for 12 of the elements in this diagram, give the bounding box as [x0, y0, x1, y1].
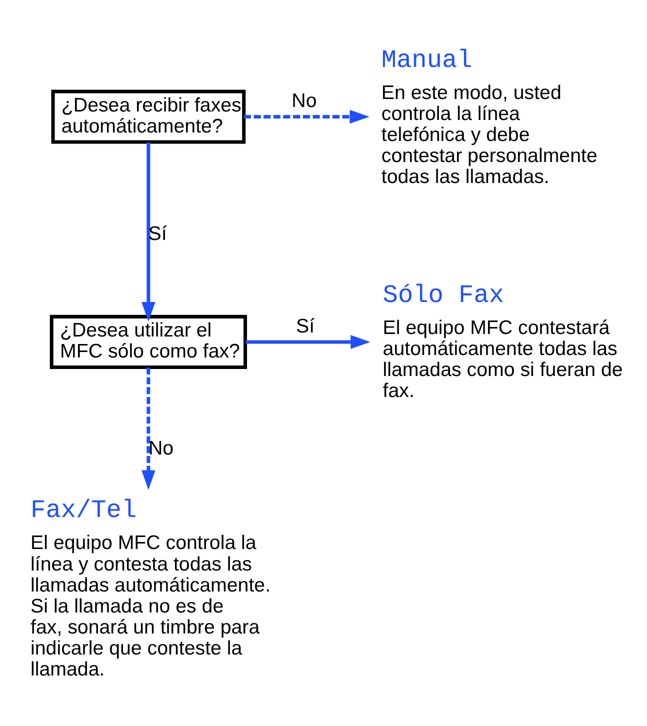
node-box: ¿Desea utilizar el MFC sólo como fax?	[50, 314, 248, 369]
edge-label: No	[148, 438, 174, 460]
node-text: Sólo Fax El equipo MFC contestará automáticamente todas las llamadas como si fueran de fax.	[382, 280, 623, 402]
arrow	[246, 335, 370, 349]
arrow	[244, 110, 370, 124]
arrow	[142, 142, 156, 322]
arrow	[142, 368, 156, 490]
edge-label: Sí	[296, 315, 315, 338]
node-text: Manual En este modo, usted controla la línea telefónica y debe contestar personalmente todas las llamadas.	[381, 46, 598, 188]
node-text: Fax/Tel El equipo MFC controla la línea y contesta todas las llamadas automáticamente. Si la llamada no es de fax, sonará un timbre para indicarle que conteste la llamada.	[30, 496, 271, 681]
node-box: ¿Desea recibir faxes automáticamente?	[51, 90, 246, 144]
edge-label: No	[292, 90, 317, 112]
